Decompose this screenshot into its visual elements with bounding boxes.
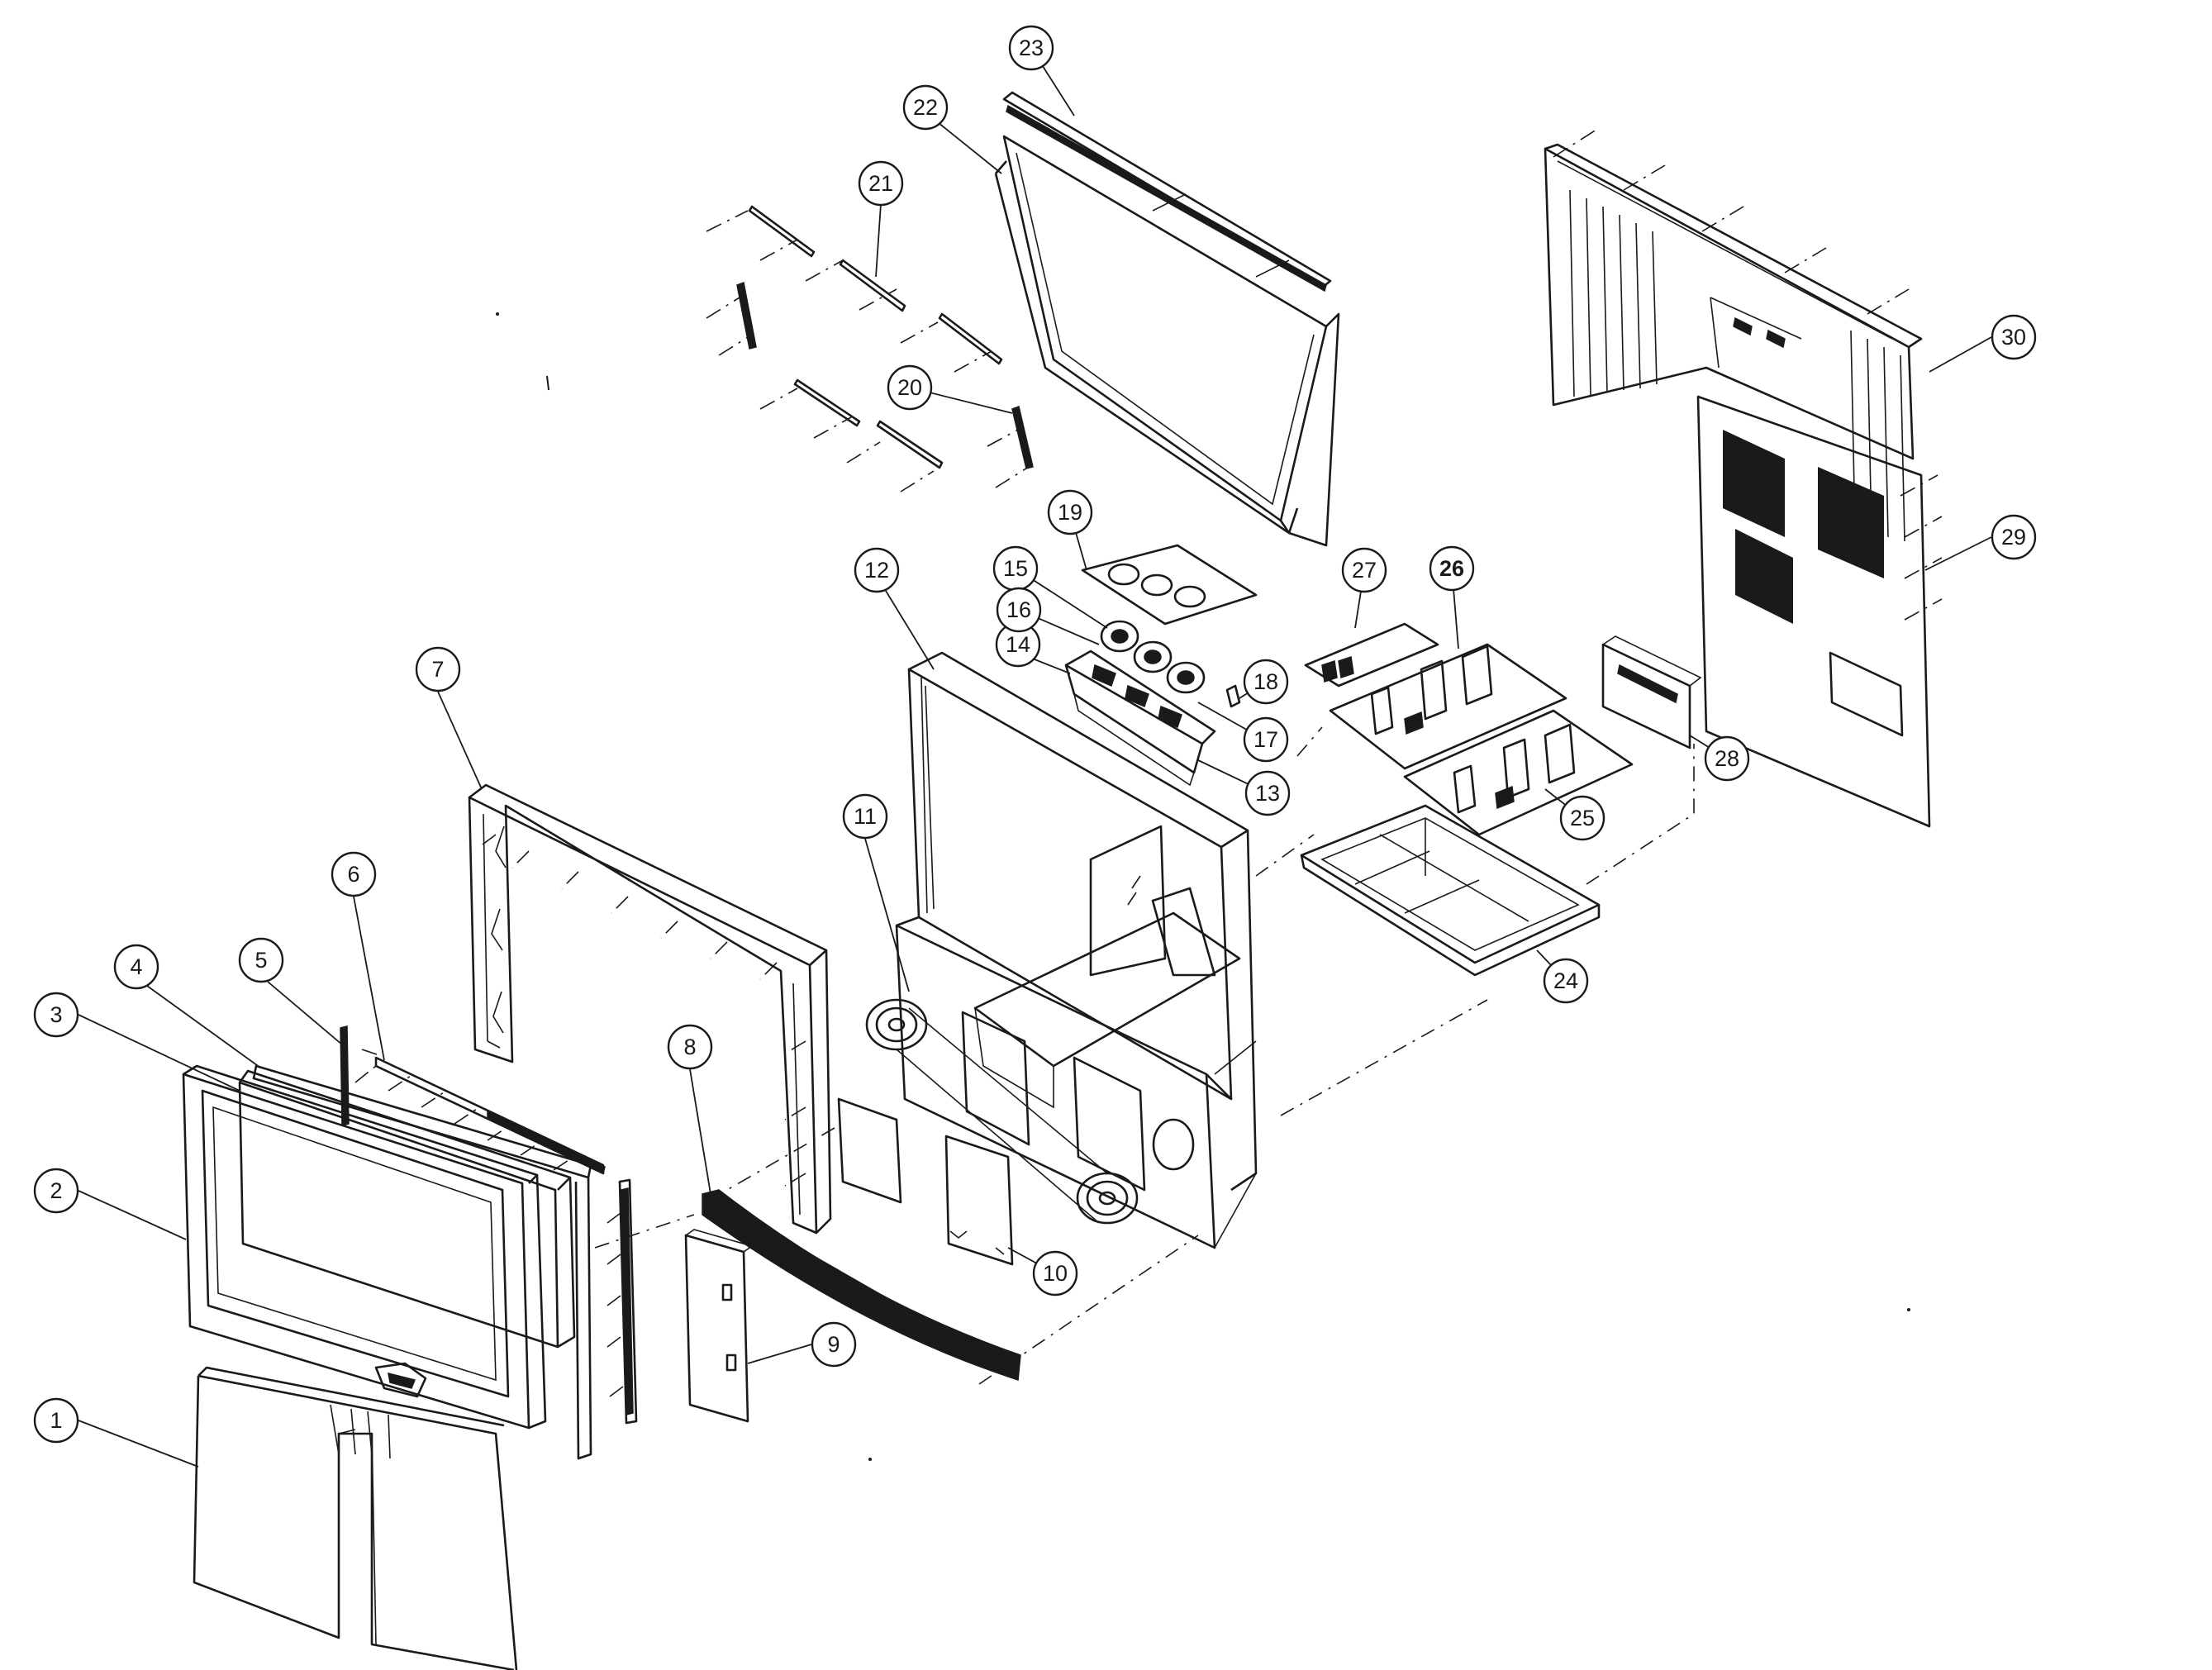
svg-text:25: 25 — [1570, 806, 1595, 830]
svg-text:6: 6 — [347, 862, 359, 887]
callout-22: 22 — [902, 84, 949, 131]
svg-text:30: 30 — [2001, 325, 2026, 350]
callout-27: 27 — [1341, 547, 1387, 593]
callout-25: 25 — [1559, 795, 1605, 841]
callout-11: 11 — [842, 793, 888, 840]
svg-text:5: 5 — [254, 948, 267, 973]
svg-text:15: 15 — [1003, 556, 1028, 581]
callout-20: 20 — [887, 364, 933, 411]
callout-leaders — [78, 47, 1992, 1468]
part-terminal-board — [1601, 635, 1702, 749]
callout-26: 26 — [1429, 545, 1475, 592]
callout-12: 12 — [854, 547, 900, 593]
callout-9: 9 — [811, 1321, 857, 1368]
svg-text:19: 19 — [1058, 500, 1082, 525]
part-vertical-bar — [340, 1025, 350, 1126]
callout-17: 17 — [1243, 716, 1289, 763]
svg-text:10: 10 — [1043, 1261, 1068, 1286]
callout-18: 18 — [1243, 659, 1289, 705]
svg-text:29: 29 — [2001, 525, 2026, 550]
callout-6: 6 — [331, 851, 377, 897]
svg-text:21: 21 — [868, 171, 893, 196]
part-main-cabinet — [895, 651, 1258, 1249]
part-lens-assembly — [1064, 620, 1241, 787]
callout-7: 7 — [415, 646, 461, 692]
part-small-board — [684, 1229, 754, 1423]
svg-text:13: 13 — [1255, 781, 1280, 806]
svg-text:14: 14 — [1006, 632, 1030, 657]
callout-1: 1 — [33, 1397, 79, 1444]
callout-15: 15 — [992, 545, 1039, 592]
svg-text:1: 1 — [50, 1408, 62, 1433]
svg-text:17: 17 — [1253, 727, 1278, 752]
svg-text:22: 22 — [913, 95, 938, 120]
part-front-strip — [702, 1189, 1021, 1382]
part-front-bezel — [182, 1064, 547, 1430]
callout-13: 13 — [1244, 770, 1291, 816]
callout-markers: 1 2 3 4 5 6 7 8 9 10 11 12 13 14 15 16 1… — [33, 25, 2037, 1444]
svg-text:4: 4 — [130, 954, 142, 979]
part-bracket-rails — [354, 1049, 638, 1425]
callout-4: 4 — [113, 944, 159, 990]
part-mirror-brackets — [706, 205, 1034, 492]
callout-16: 16 — [996, 587, 1042, 633]
part-mounting-frame — [468, 783, 832, 1235]
svg-text:24: 24 — [1553, 968, 1578, 993]
part-board-panels — [837, 1097, 1014, 1266]
part-speakers — [865, 998, 1139, 1225]
callout-3: 3 — [33, 992, 79, 1038]
svg-text:12: 12 — [864, 558, 889, 583]
part-chassis-tray — [1300, 804, 1601, 977]
part-mirror — [994, 91, 1340, 547]
part-screen-frame — [252, 1064, 592, 1460]
callout-19: 19 — [1047, 489, 1093, 535]
callout-23: 23 — [1008, 25, 1054, 71]
svg-text:20: 20 — [897, 375, 922, 400]
callout-10: 10 — [1032, 1250, 1078, 1297]
svg-text:23: 23 — [1019, 36, 1044, 60]
callout-2: 2 — [33, 1168, 79, 1214]
scan-specks — [496, 312, 1910, 1461]
svg-text:3: 3 — [50, 1002, 62, 1027]
callout-30: 30 — [1991, 314, 2037, 360]
callout-21: 21 — [858, 160, 904, 207]
assembly-lines — [594, 726, 1695, 1385]
callout-29: 29 — [1991, 514, 2037, 560]
part-rear-cover — [1544, 127, 1943, 621]
svg-text:11: 11 — [854, 804, 877, 829]
svg-text:26: 26 — [1439, 556, 1464, 581]
callout-5: 5 — [238, 937, 284, 983]
svg-text:9: 9 — [827, 1332, 840, 1357]
callout-24: 24 — [1543, 958, 1589, 1004]
svg-text:8: 8 — [683, 1035, 696, 1059]
svg-text:16: 16 — [1006, 597, 1031, 622]
part-lens-plate — [1081, 544, 1258, 626]
part-screen-panel — [238, 1069, 576, 1349]
svg-text:27: 27 — [1352, 558, 1377, 583]
svg-text:18: 18 — [1253, 669, 1278, 694]
part-lower-front-cover — [193, 1366, 518, 1670]
svg-text:28: 28 — [1715, 746, 1739, 771]
callout-8: 8 — [667, 1024, 713, 1070]
callout-28: 28 — [1704, 735, 1750, 782]
svg-text:7: 7 — [431, 657, 444, 682]
part-circuit-boards — [1304, 622, 1634, 836]
svg-text:2: 2 — [50, 1178, 62, 1203]
part-rear-panel — [1696, 395, 1931, 828]
